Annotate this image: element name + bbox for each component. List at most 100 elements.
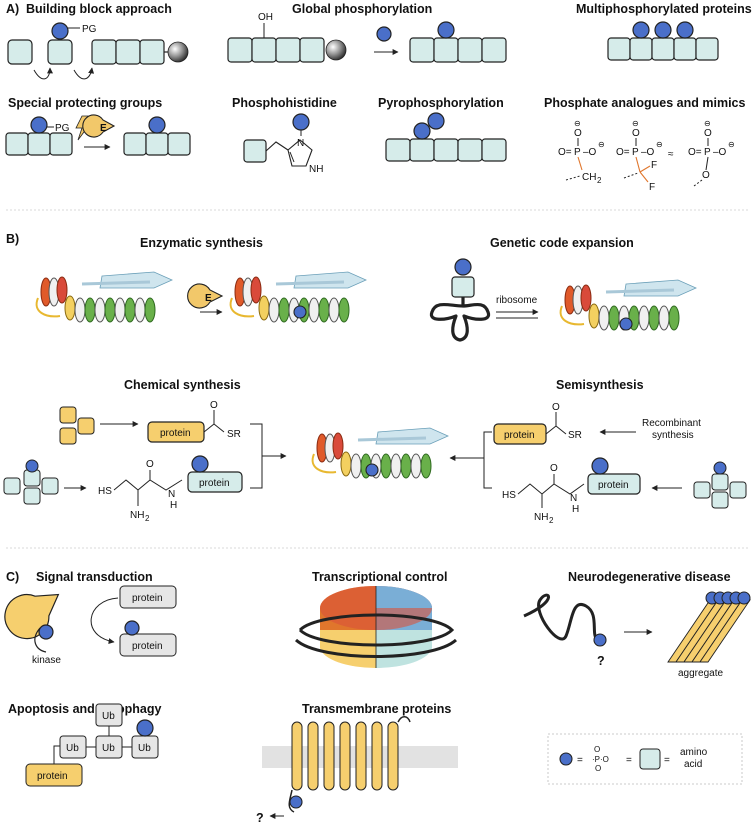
amino-acid-square-icon [47, 39, 73, 65]
f-label: F [651, 160, 657, 171]
protein-label: protein [132, 593, 163, 604]
svg-text:2: 2 [145, 514, 150, 523]
svg-text:⊖: ⊖ [632, 119, 639, 128]
ub-label: Ub [66, 743, 79, 754]
svg-text:O: O [702, 170, 710, 181]
svg-text:N: N [570, 493, 577, 504]
svg-text:⊖: ⊖ [656, 140, 663, 149]
phosphohistidine: Phosphohistidine N NH [232, 96, 337, 175]
svg-text:2: 2 [597, 176, 602, 185]
neuro-title: Neurodegenerative disease [568, 570, 731, 584]
enzyme-label: E [100, 123, 107, 134]
sr-label: SR [227, 429, 241, 440]
svg-text:O: O [552, 402, 560, 413]
chemical-synthesis: Chemical synthesis protein O SR HS NH 2 … [3, 378, 287, 523]
n-label: N [297, 138, 304, 149]
legend-amino-label: amino [680, 747, 708, 758]
phosphate-circle-icon [51, 22, 69, 40]
svg-text:O=: O= [688, 147, 702, 158]
o-label: O [210, 400, 218, 411]
svg-text:⊖: ⊖ [728, 140, 735, 149]
svg-text:P: P [704, 147, 711, 158]
enzyme-label-b: E [205, 293, 212, 304]
hs-label: HS [98, 486, 112, 497]
svg-text:O: O [146, 459, 154, 470]
protein-label: protein [37, 771, 68, 782]
phosphohistidine-title: Phosphohistidine [232, 96, 337, 110]
global-phosphorylation: Global phosphorylation OH [227, 2, 507, 63]
helix-protein-icon [35, 270, 174, 324]
question-mark: ? [597, 654, 605, 668]
svg-text:⊖: ⊖ [574, 119, 581, 128]
signal-transduction: Signal transduction kinase protein prote… [4, 570, 177, 666]
svg-text:O: O [594, 745, 600, 754]
section-c-label: C) [6, 570, 19, 584]
legend-equals: = [664, 755, 670, 766]
pg-label-2: PG [55, 123, 70, 134]
protein-label: protein [598, 480, 629, 491]
building-block-title: Building block approach [26, 2, 172, 16]
protein-label: protein [199, 478, 230, 489]
ub-label: Ub [102, 711, 115, 722]
resin-bead-icon [167, 41, 189, 63]
global-phos-title: Global phosphorylation [292, 2, 432, 16]
chemical-title: Chemical synthesis [124, 378, 241, 392]
svg-text:⊖: ⊖ [704, 119, 711, 128]
svg-text:O: O [574, 128, 582, 139]
apoptosis-title: Apoptosis and autophagy [8, 702, 162, 716]
multiphos-title: Multiphosphorylated proteins [576, 2, 752, 16]
nh2-label: NH [534, 512, 548, 523]
ub-label: Ub [138, 743, 151, 754]
n-amide-label: N [168, 489, 175, 500]
semisynthesis: Semisynthesis Recombinant synthesis prot… [449, 378, 747, 525]
recombinant-label-1: Recombinant [642, 418, 701, 429]
svg-text:P: P [574, 147, 581, 158]
hs-label: HS [502, 490, 516, 501]
protein-label: protein [132, 641, 163, 652]
special-pg-title: Special protecting groups [8, 96, 162, 110]
building-block-approach: Building block approach PG [7, 2, 189, 80]
svg-text:O: O [632, 128, 640, 139]
pyrophos-title: Pyrophosphorylation [378, 96, 504, 110]
question-mark: ? [256, 811, 264, 825]
svg-text:O=: O= [558, 147, 572, 158]
oh-label: OH [258, 12, 273, 23]
enzymatic-synthesis: Enzymatic synthesis E [35, 236, 368, 324]
analogues-title: Phosphate analogues and mimics [544, 96, 745, 110]
multiphosphorylated-proteins: Multiphosphorylated proteins [576, 2, 752, 61]
section-a-label: A) [6, 2, 19, 16]
svg-text:·P·O: ·P·O [592, 755, 609, 764]
section-b-label: B) [6, 232, 19, 246]
fibril-icon [667, 591, 751, 663]
svg-text:O=: O= [616, 147, 630, 158]
protein-label: protein [160, 428, 191, 439]
phosphate-analogues: Phosphate analogues and mimics ⊖ O P O= … [544, 96, 745, 193]
svg-text:P: P [632, 147, 639, 158]
ribosome-label: ribosome [496, 295, 538, 306]
legend-equals: = [577, 755, 583, 766]
recombinant-label-2: synthesis [652, 430, 694, 441]
ub-label: Ub [102, 743, 115, 754]
svg-text:O: O [550, 463, 558, 474]
legend-acid-label: acid [684, 759, 702, 770]
genetic-title: Genetic code expansion [490, 236, 634, 250]
svg-text:O: O [704, 128, 712, 139]
kinase-label: kinase [32, 655, 61, 666]
nh-label: NH [309, 164, 323, 175]
enzymatic-title: Enzymatic synthesis [140, 236, 263, 250]
svg-text:CH: CH [582, 172, 596, 183]
enzyme-pacman-icon [82, 114, 116, 138]
svg-text:2: 2 [549, 516, 554, 525]
transmembrane-title: Transmembrane proteins [302, 702, 451, 716]
legend: = O ·P·O O = = amino acid [547, 733, 743, 785]
genetic-code-expansion: Genetic code expansion ribosome [429, 236, 698, 342]
svg-text:O: O [595, 764, 601, 773]
nucleosome-icon [294, 586, 458, 669]
transmembrane-proteins: Transmembrane proteins ? [256, 702, 458, 825]
svg-text:H: H [572, 504, 579, 515]
trna-icon [429, 297, 491, 342]
h-label: H [170, 500, 177, 511]
protein-label: protein [504, 430, 535, 441]
transcriptional-control: Transcriptional control [294, 570, 458, 669]
